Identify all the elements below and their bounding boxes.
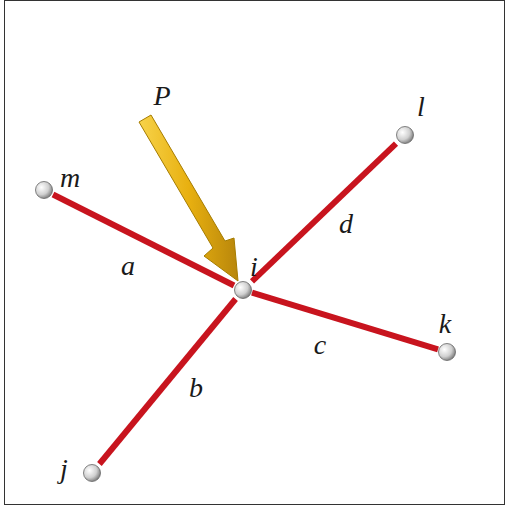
node-label: j [60, 455, 68, 483]
node-label: l [417, 93, 425, 121]
bar-member [99, 299, 235, 464]
bar-label: d [339, 210, 353, 238]
joint-sphere-shape [397, 127, 414, 144]
bar-member [53, 195, 234, 286]
joint-sphere [35, 181, 53, 199]
load-arrow-shape [139, 115, 238, 281]
load-arrow [139, 115, 238, 281]
bar-label: c [314, 331, 326, 359]
joint-node: m [35, 181, 53, 199]
joint-sphere-shape [235, 282, 252, 299]
frame-border [5, 1, 505, 505]
joint-sphere [396, 126, 414, 144]
joint-sphere [234, 281, 252, 299]
bar-member [252, 293, 438, 350]
bar-label: a [121, 252, 135, 280]
joint-sphere-shape [439, 344, 456, 361]
joint-sphere-shape [36, 182, 53, 199]
node-label: m [60, 164, 80, 192]
joint-sphere [83, 464, 101, 482]
load-label: P [153, 82, 170, 110]
joint-node: j [83, 464, 101, 482]
bar-member [252, 144, 396, 282]
joint-node: k [438, 343, 456, 361]
node-label: k [439, 310, 451, 338]
joint-sphere [438, 343, 456, 361]
joint-sphere-shape [84, 465, 101, 482]
bar-label: b [189, 374, 203, 402]
joint-node: i [234, 281, 252, 299]
joint-node: l [396, 126, 414, 144]
node-label: i [250, 253, 258, 281]
